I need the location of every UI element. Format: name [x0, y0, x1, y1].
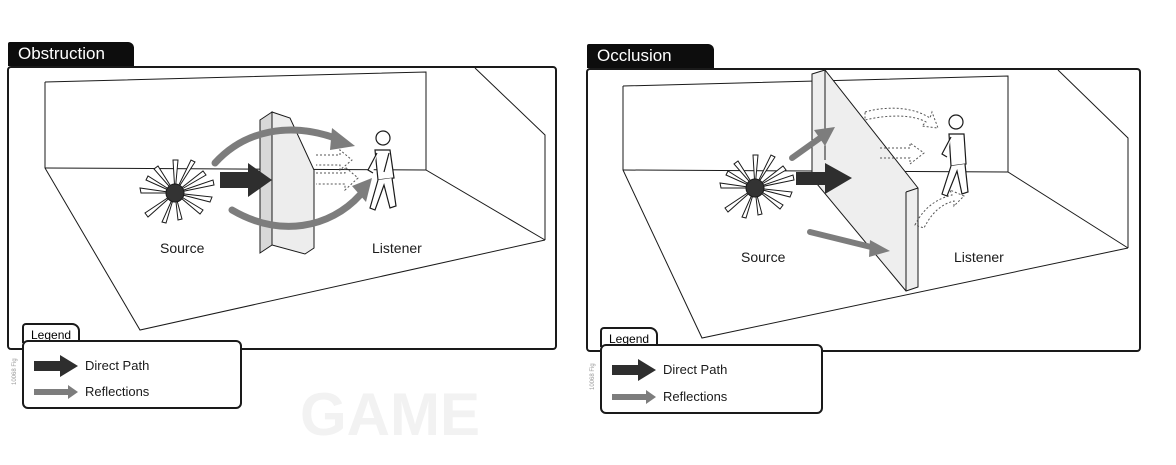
- legend-tab: Legend: [600, 327, 659, 347]
- reflection-arrow-icon: [612, 390, 656, 404]
- listener-label: Listener: [954, 249, 1004, 265]
- panel-title: Obstruction: [18, 44, 105, 63]
- sound-source-icon: [139, 159, 215, 224]
- legend: Direct Path Reflections: [22, 340, 242, 409]
- occlusion-panel: Occlusion: [580, 0, 1176, 465]
- occlusion-title-tab: Occlusion: [587, 44, 714, 68]
- listener-figure: [941, 114, 969, 197]
- direct-path-arrow: [796, 163, 852, 194]
- legend-reflections-label: Reflections: [663, 389, 728, 404]
- room-outline: [622, 69, 1129, 339]
- room-outline: [44, 67, 546, 331]
- obstruction-title-tab: Obstruction: [8, 42, 134, 66]
- reflection-arrow-icon: [34, 385, 78, 399]
- reflection-arrows: [211, 126, 364, 230]
- reflection-arrowheads: [814, 127, 890, 257]
- blocked-path-arrows: [316, 148, 359, 192]
- legend-direct-label: Direct Path: [663, 362, 728, 377]
- listener-figure: [367, 130, 397, 211]
- legend-direct-label: Direct Path: [85, 358, 150, 373]
- listener-label: Listener: [372, 240, 422, 256]
- legend-reflections-label: Reflections: [85, 384, 150, 399]
- obstruction-scene: [44, 67, 546, 331]
- source-label: Source: [160, 240, 205, 256]
- panel-title: Occlusion: [597, 46, 672, 65]
- reflection-arrows: [789, 135, 878, 251]
- direct-path-arrow-icon: [34, 355, 78, 377]
- legend-tab: Legend: [22, 323, 81, 343]
- figure-credit: 10068 Fig: [590, 363, 596, 390]
- legend: Direct Path Reflections: [600, 344, 823, 414]
- direct-path-arrow-icon: [612, 359, 656, 381]
- legend-title: Legend: [609, 332, 650, 346]
- sound-source-icon: [719, 154, 795, 219]
- figure-credit: 10068 Fig: [12, 358, 18, 385]
- occlusion-scene: [622, 69, 1129, 339]
- legend-title: Legend: [31, 328, 72, 342]
- blocked-path-arrows: [864, 107, 965, 229]
- direct-path-arrow: [220, 163, 272, 197]
- source-label: Source: [741, 249, 786, 265]
- obstruction-panel: Obstruction: [0, 0, 580, 465]
- reflection-arrowheads: [330, 128, 372, 202]
